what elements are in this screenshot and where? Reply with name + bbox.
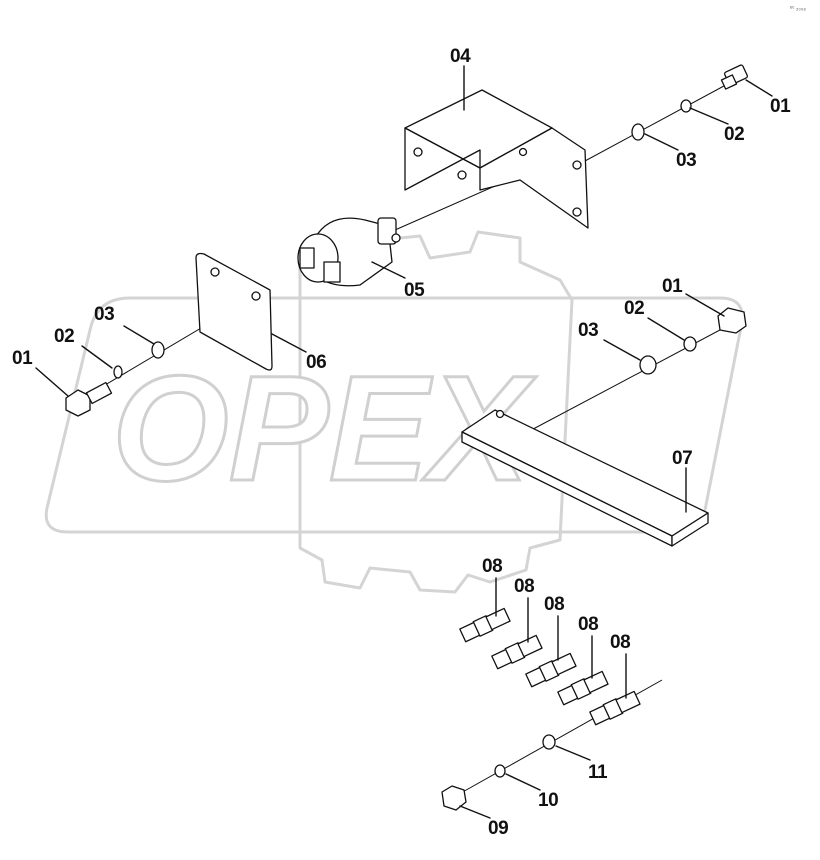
callout-08-e: 08 — [610, 632, 630, 653]
bracket-hole — [413, 147, 423, 157]
washers — [113, 99, 697, 778]
battery-switch — [297, 217, 401, 287]
callout-06: 06 — [306, 352, 326, 373]
washer-10 — [494, 764, 506, 778]
bracket-lower — [461, 409, 709, 547]
bracket-left-flange — [404, 127, 481, 191]
plate-body — [195, 252, 273, 371]
callout-11: 11 — [588, 762, 608, 783]
terminal-08 — [491, 634, 543, 670]
callout-08-b: 08 — [514, 576, 534, 597]
washer-03-left — [151, 341, 165, 359]
leader-lines — [35, 65, 773, 819]
mounting-plate — [195, 252, 273, 371]
callout-08-c: 08 — [544, 594, 564, 615]
bolt-top — [720, 64, 749, 90]
watermark-logo: OPEX — [44, 230, 744, 594]
bracket-hole — [457, 170, 467, 180]
bracket-right-flange — [479, 127, 589, 229]
bolt-head — [65, 389, 91, 417]
terminal-08 — [557, 670, 609, 706]
washer-02-top — [680, 99, 692, 113]
bracket-hole — [518, 147, 528, 157]
callout-05: 05 — [404, 280, 425, 301]
axis-line-right — [519, 321, 736, 437]
plate-hole — [251, 291, 261, 301]
switch-pin — [391, 233, 401, 243]
lower-bracket-end — [671, 512, 709, 547]
callout-10: 10 — [538, 790, 558, 811]
callout-04: 04 — [450, 46, 471, 67]
callout-03-left: 03 — [94, 304, 114, 325]
terminal-08 — [459, 607, 511, 643]
washer-02-right — [683, 336, 697, 352]
switch-terminal — [299, 247, 315, 269]
terminal-08 — [589, 690, 641, 726]
nut-09 — [441, 785, 467, 811]
lower-bracket-hole — [495, 409, 505, 419]
washer-02-left — [113, 365, 123, 379]
callout-08-a: 08 — [482, 556, 502, 577]
terminals — [459, 607, 641, 726]
callout-02-left: 02 — [54, 326, 74, 347]
washer-03-top — [631, 123, 645, 141]
bracket-hole — [572, 207, 582, 217]
bolt-right — [717, 307, 747, 334]
callout-01-left: 01 — [12, 348, 33, 369]
callout-01-top: 01 — [770, 96, 791, 117]
callout-03-top: 03 — [676, 150, 696, 171]
callout-labels: 01 02 03 04 05 06 03 02 01 01 02 03 07 0… — [12, 46, 792, 839]
callout-03-right: 03 — [578, 320, 598, 341]
callout-02-right: 02 — [624, 298, 644, 319]
switch-terminal — [323, 261, 341, 283]
bracket-hole — [572, 160, 582, 170]
bolt-head — [717, 307, 747, 334]
watermark-text: OPEX — [112, 344, 537, 512]
bracket-upper — [404, 89, 589, 229]
plate-hole — [210, 267, 220, 277]
callout-08-d: 08 — [578, 614, 598, 635]
washer-11 — [542, 734, 556, 750]
callout-09: 09 — [488, 818, 508, 839]
watermark-banner — [44, 296, 744, 534]
axis-line-top — [571, 79, 736, 169]
bolt-left — [65, 381, 113, 417]
washer-03-right — [639, 355, 657, 375]
callout-02-top: 02 — [724, 124, 744, 145]
terminal-08 — [525, 652, 577, 688]
corner-mark: ᵉᶜ ₂₀₀₈ — [790, 6, 806, 12]
callout-01-right: 01 — [662, 276, 683, 297]
callout-07: 07 — [672, 448, 692, 469]
